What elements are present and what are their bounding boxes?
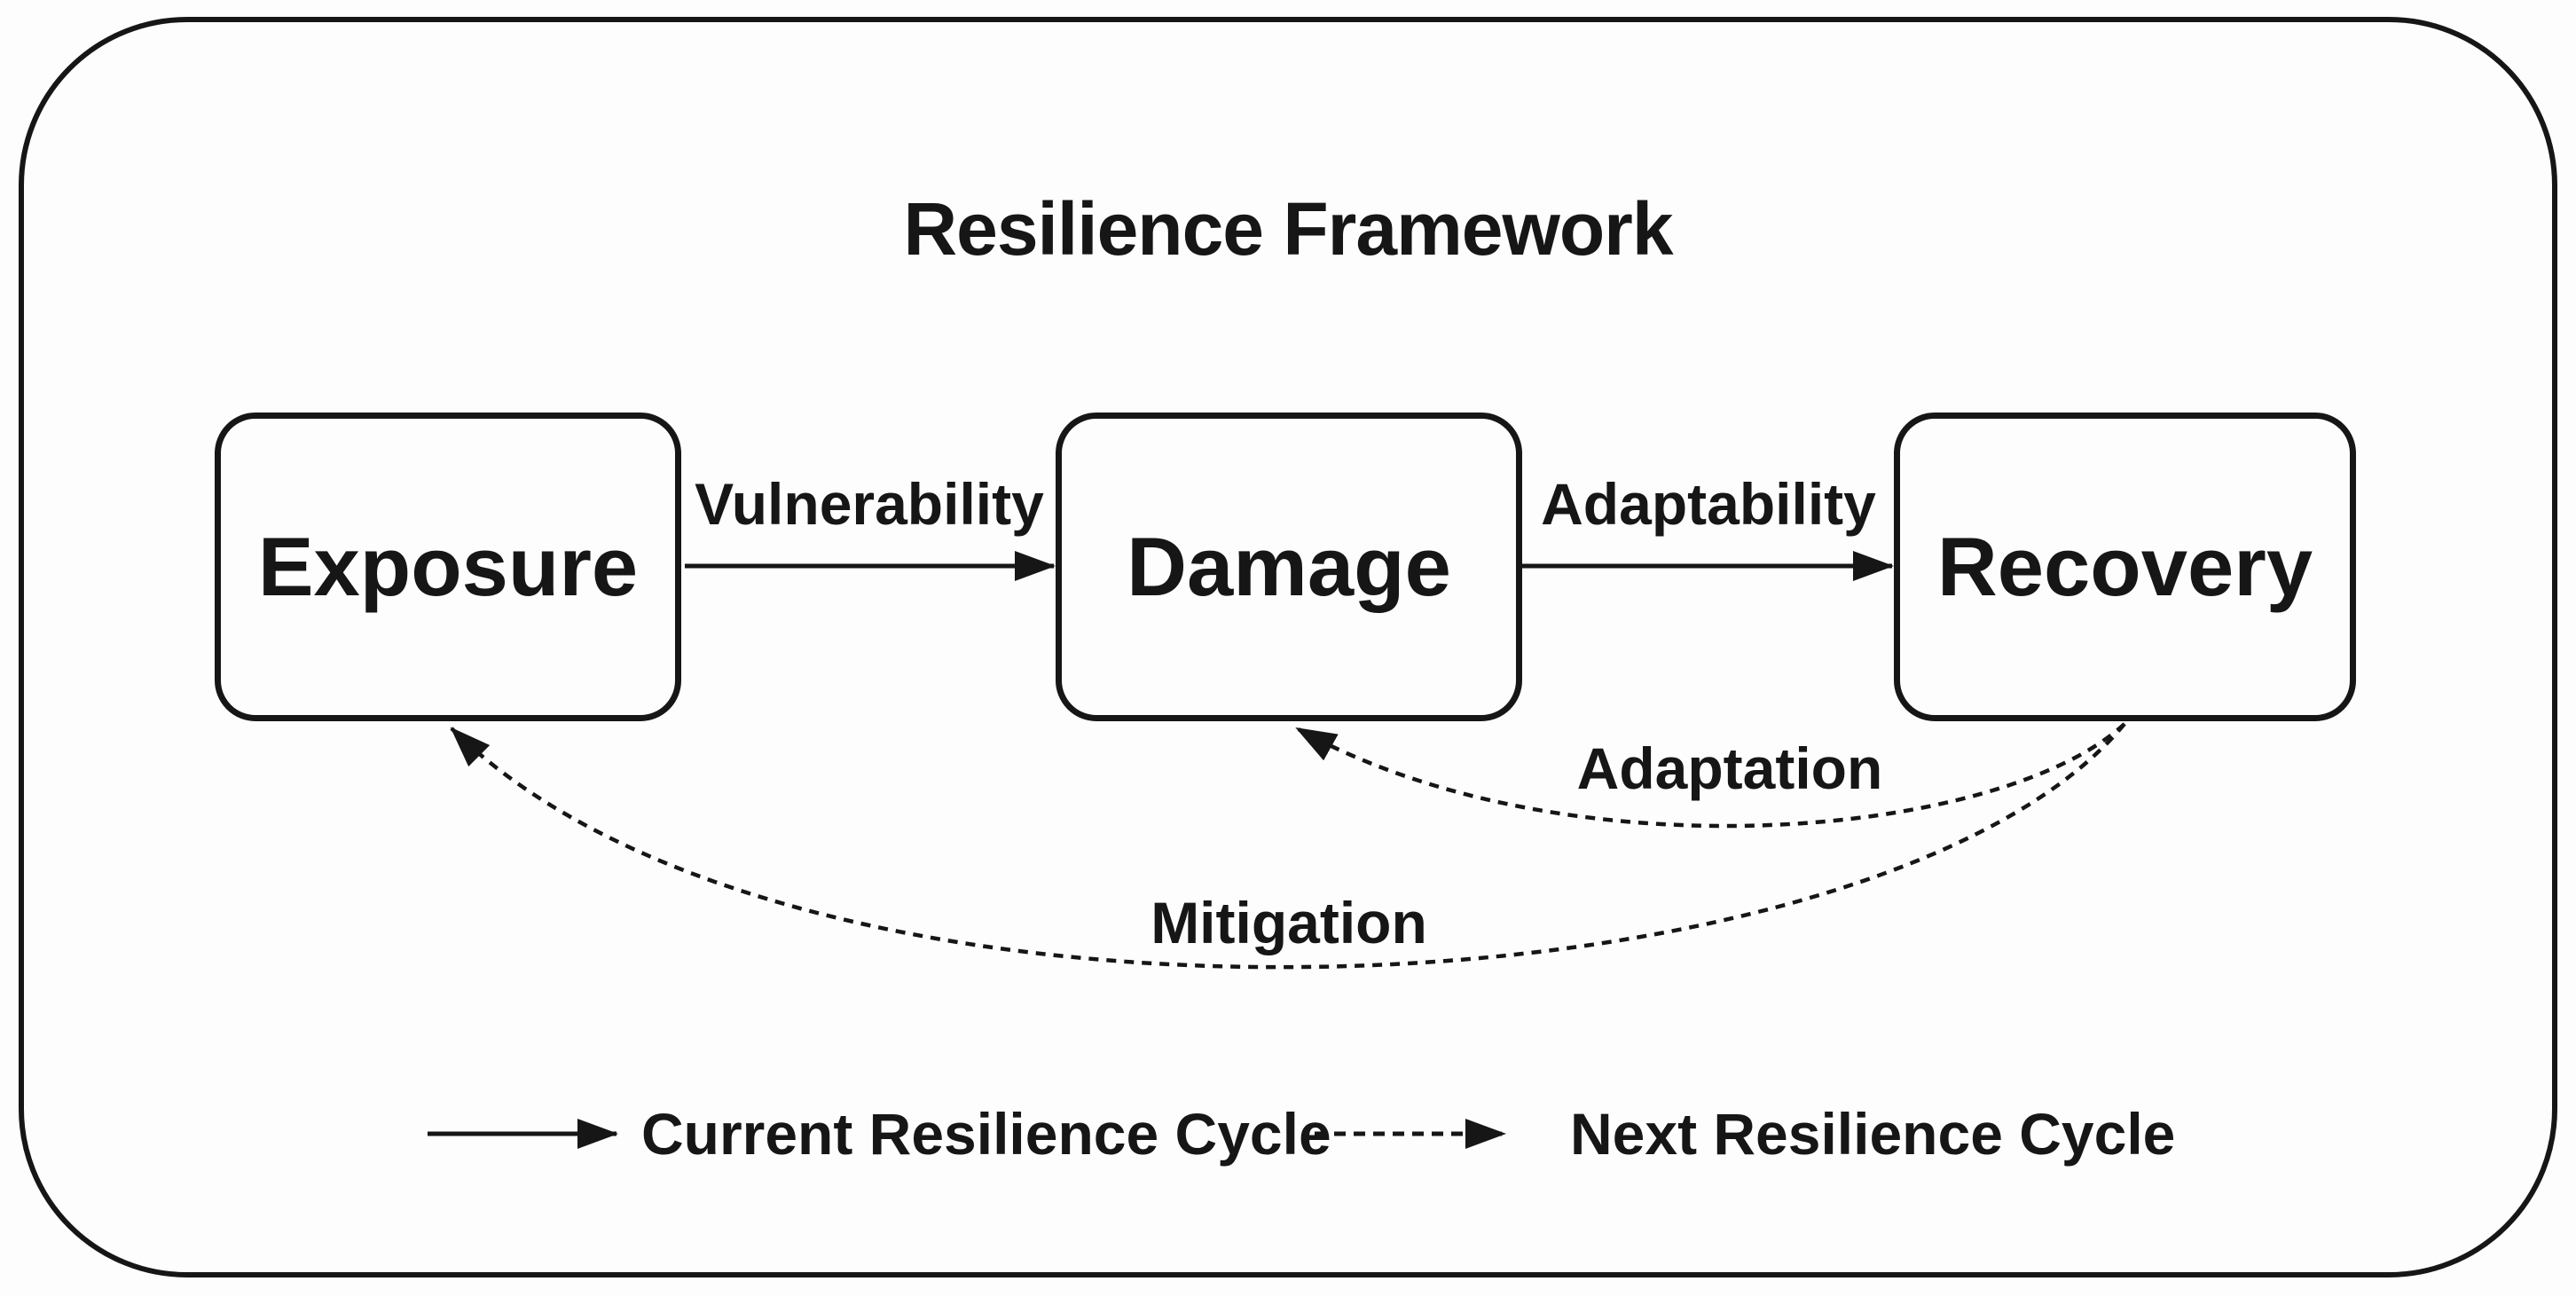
node-recovery: Recovery — [1894, 413, 2356, 721]
edge-label-adaptation: Adaptation — [1576, 735, 1883, 801]
node-exposure-label: Exposure — [257, 520, 639, 613]
edge-label-adaptability: Adaptability — [1541, 471, 1876, 537]
node-recovery-label: Recovery — [1936, 520, 2313, 613]
node-damage-label: Damage — [1127, 520, 1451, 613]
node-damage: Damage — [1056, 413, 1522, 721]
diagram-title: Resilience Framework — [903, 187, 1673, 271]
node-exposure: Exposure — [215, 413, 681, 721]
edge-label-vulnerability: Vulnerability — [695, 471, 1044, 537]
legend-label-current-cycle: Current Resilience Cycle — [641, 1101, 1331, 1167]
edge-label-mitigation: Mitigation — [1151, 890, 1427, 955]
mitigation-arrow — [450, 722, 2126, 970]
legend-label-next-cycle: Next Resilience Cycle — [1570, 1101, 2176, 1167]
framework-border — [19, 17, 2557, 1277]
adaptation-arrow — [1295, 722, 2126, 829]
